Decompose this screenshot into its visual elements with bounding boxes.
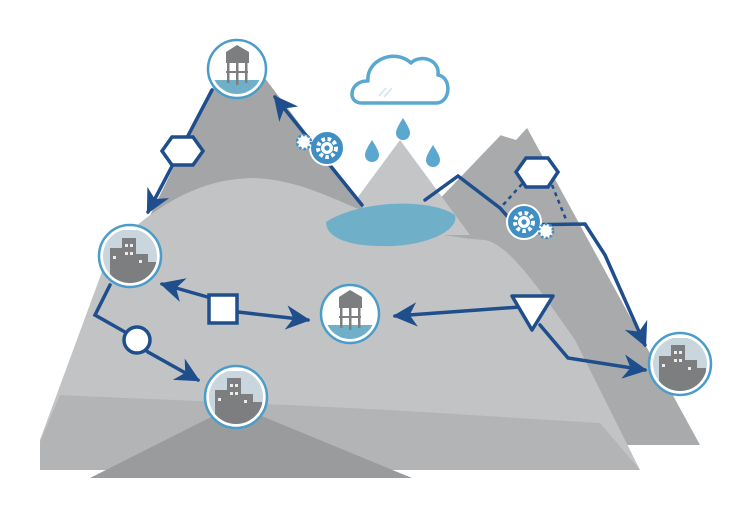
water-tower-icon bbox=[226, 45, 249, 85]
reservoir-top bbox=[206, 38, 268, 100]
flow-triangle-to-right bbox=[538, 323, 648, 379]
foreground-hill bbox=[90, 405, 412, 478]
reservoir-center bbox=[319, 283, 381, 345]
raindrop-icon bbox=[365, 118, 440, 167]
city-bottom bbox=[203, 364, 269, 430]
gear-icon bbox=[295, 130, 345, 166]
right-peak-snow bbox=[481, 115, 556, 140]
flow-square-to-center bbox=[236, 305, 311, 330]
gear-icon bbox=[506, 204, 555, 240]
water-tower-icon bbox=[339, 290, 362, 330]
city-left bbox=[97, 223, 163, 289]
triangle-right bbox=[510, 294, 555, 332]
cloud-icon bbox=[350, 54, 450, 105]
flow-triangle-to-center bbox=[392, 302, 522, 327]
dashed-links bbox=[502, 183, 569, 223]
city-right bbox=[647, 331, 713, 397]
square-mid bbox=[207, 293, 239, 325]
city-icon bbox=[215, 378, 262, 424]
circle-low bbox=[122, 325, 152, 355]
hexagon-right bbox=[513, 156, 561, 189]
lake-shape bbox=[326, 203, 456, 247]
hexagon-left bbox=[159, 135, 206, 167]
